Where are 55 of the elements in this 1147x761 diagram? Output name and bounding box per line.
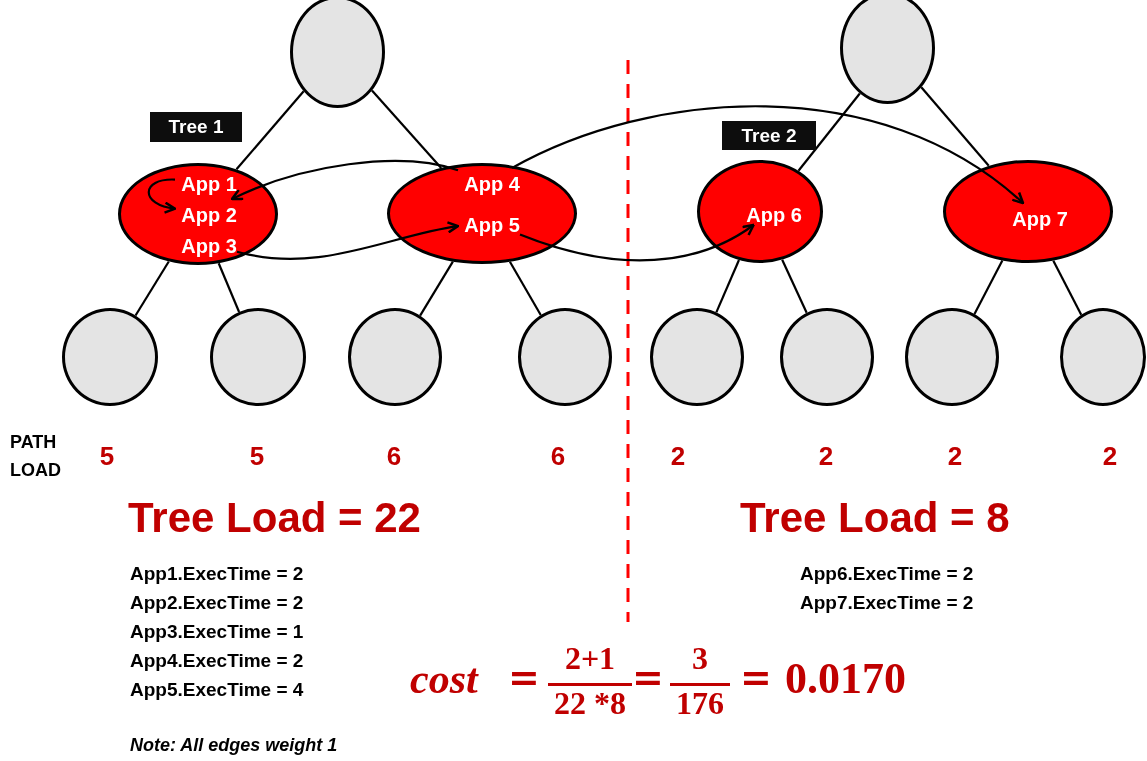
- app-label: App 2: [178, 202, 240, 228]
- app-label: App 6: [743, 202, 805, 228]
- exec-time-label: App3.ExecTime = 1: [130, 621, 304, 643]
- tree-tag: Tree 2: [722, 121, 816, 150]
- tree-line: [371, 89, 443, 169]
- arrow: [519, 223, 755, 262]
- note-text: Note: All edges weight 1: [130, 735, 338, 756]
- path-load-label: PATH LOAD: [10, 431, 62, 482]
- formula-operator: =: [740, 656, 772, 700]
- formula-number: 176: [675, 685, 725, 722]
- exec-time-label: App5.ExecTime = 4: [130, 679, 304, 701]
- path-load-value: 2: [1101, 442, 1119, 472]
- exec-time-label: App2.ExecTime = 2: [130, 592, 304, 614]
- tree-node-circle: [840, 0, 935, 104]
- formula-term: cost: [410, 655, 478, 704]
- tree-line: [715, 259, 740, 313]
- tree-line: [134, 260, 170, 317]
- tree-line: [973, 260, 1004, 315]
- app-label: App 5: [461, 212, 523, 238]
- arrow: [236, 221, 460, 260]
- formula-number: 3: [691, 640, 709, 677]
- formula-operator: =: [632, 656, 664, 700]
- exec-time-label: App4.ExecTime = 2: [130, 650, 304, 672]
- path-load-value: 2: [669, 442, 687, 472]
- tree-line: [508, 261, 542, 316]
- exec-time-label: App6.ExecTime = 2: [800, 563, 974, 585]
- arrow: [147, 178, 177, 214]
- tree-node-circle: [290, 0, 385, 108]
- path-load-value: 5: [248, 442, 266, 472]
- tree-line: [419, 261, 454, 317]
- tree-line: [781, 259, 808, 314]
- app-label: App 4: [461, 171, 523, 197]
- formula-result: 0.0170: [785, 654, 906, 705]
- tree-line: [217, 262, 241, 313]
- app-label: App 3: [178, 233, 240, 259]
- path-load-value: 6: [549, 442, 567, 472]
- exec-time-label: App1.ExecTime = 2: [130, 563, 304, 585]
- tree-load-label: Tree Load = 22: [128, 494, 421, 543]
- exec-time-label: App7.ExecTime = 2: [800, 592, 974, 614]
- app-label: App 1: [178, 171, 240, 197]
- tree-tag: Tree 1: [150, 112, 242, 142]
- formula-number: 2+1: [563, 640, 617, 677]
- formula-operator: =: [508, 656, 540, 700]
- tree-line: [920, 86, 990, 167]
- tree-line: [235, 90, 305, 170]
- path-load-value: 2: [817, 442, 835, 472]
- formula-number: 22 *8: [553, 685, 627, 722]
- tree-line: [1052, 260, 1083, 316]
- tree-line: [797, 92, 861, 172]
- tree-load-label: Tree Load = 8: [740, 494, 1010, 543]
- path-load-value: 5: [98, 442, 116, 472]
- path-load-value: 6: [385, 442, 403, 472]
- path-load-value: 2: [946, 442, 964, 472]
- arrow: [230, 160, 459, 201]
- app-label: App 7: [1009, 206, 1071, 232]
